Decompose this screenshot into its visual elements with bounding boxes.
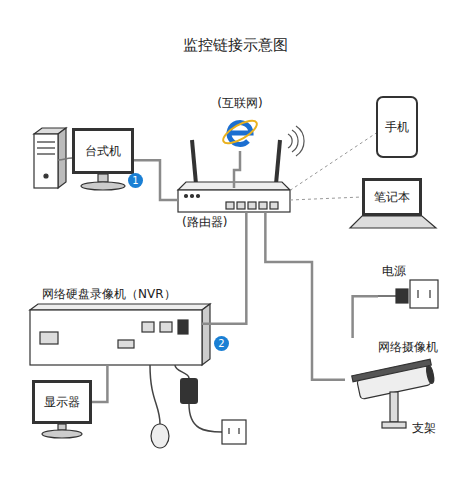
network-camera: 网络摄像机: [345, 338, 440, 396]
pc-wire: [58, 158, 72, 160]
router: (路由器): [178, 188, 290, 212]
router-body: [178, 140, 290, 212]
bracket: [382, 392, 406, 428]
power-outlet: [378, 280, 438, 308]
wireless-link: [290, 197, 362, 200]
network-cable: [353, 296, 378, 338]
node-label: 显示器: [44, 395, 80, 409]
network-cable: [234, 151, 240, 188]
mouse-wire: [150, 365, 160, 424]
monitor-stand: [81, 174, 125, 190]
node-label: (互联网): [217, 96, 262, 110]
node-label: 电源: [382, 264, 406, 278]
display-monitor: 显示器: [32, 380, 92, 424]
node-label: (路由器): [182, 215, 227, 229]
network-cable: [265, 212, 345, 380]
display-stand: [42, 424, 82, 438]
adapter-wire: [175, 365, 189, 378]
phone: 手机: [376, 96, 418, 158]
power-adapter: [180, 378, 198, 404]
node-label: 网络摄像机: [378, 340, 438, 354]
network-cable: [92, 365, 107, 402]
node-label: 笔记本: [374, 190, 410, 204]
nvr-recorder: 网络硬盘录像机（NVR）: [30, 310, 202, 365]
mouse: [151, 424, 169, 448]
laptop-keyboard: [350, 216, 436, 228]
node-label: 台式机: [85, 144, 121, 158]
adapter-wire: [189, 404, 222, 432]
wall-outlet: [222, 420, 246, 444]
pc-tower: [34, 128, 66, 188]
callout-number: 2: [214, 336, 229, 351]
nvr-body: [30, 304, 210, 365]
part-label: 支架: [412, 420, 436, 437]
internet-icon: (互联网): [207, 96, 273, 151]
power-socket: 电源: [378, 264, 444, 310]
laptop-screen: 笔记本: [362, 178, 422, 216]
wifi-waves: [288, 126, 304, 156]
node-label: 手机: [385, 120, 409, 134]
callout-number: 1: [128, 173, 143, 188]
diagram-title: 监控链接示意图: [0, 36, 470, 55]
internet-logo: [220, 116, 260, 147]
desktop-monitor: 台式机: [72, 128, 134, 174]
node-label: 网络硬盘录像机（NVR）: [42, 287, 176, 301]
